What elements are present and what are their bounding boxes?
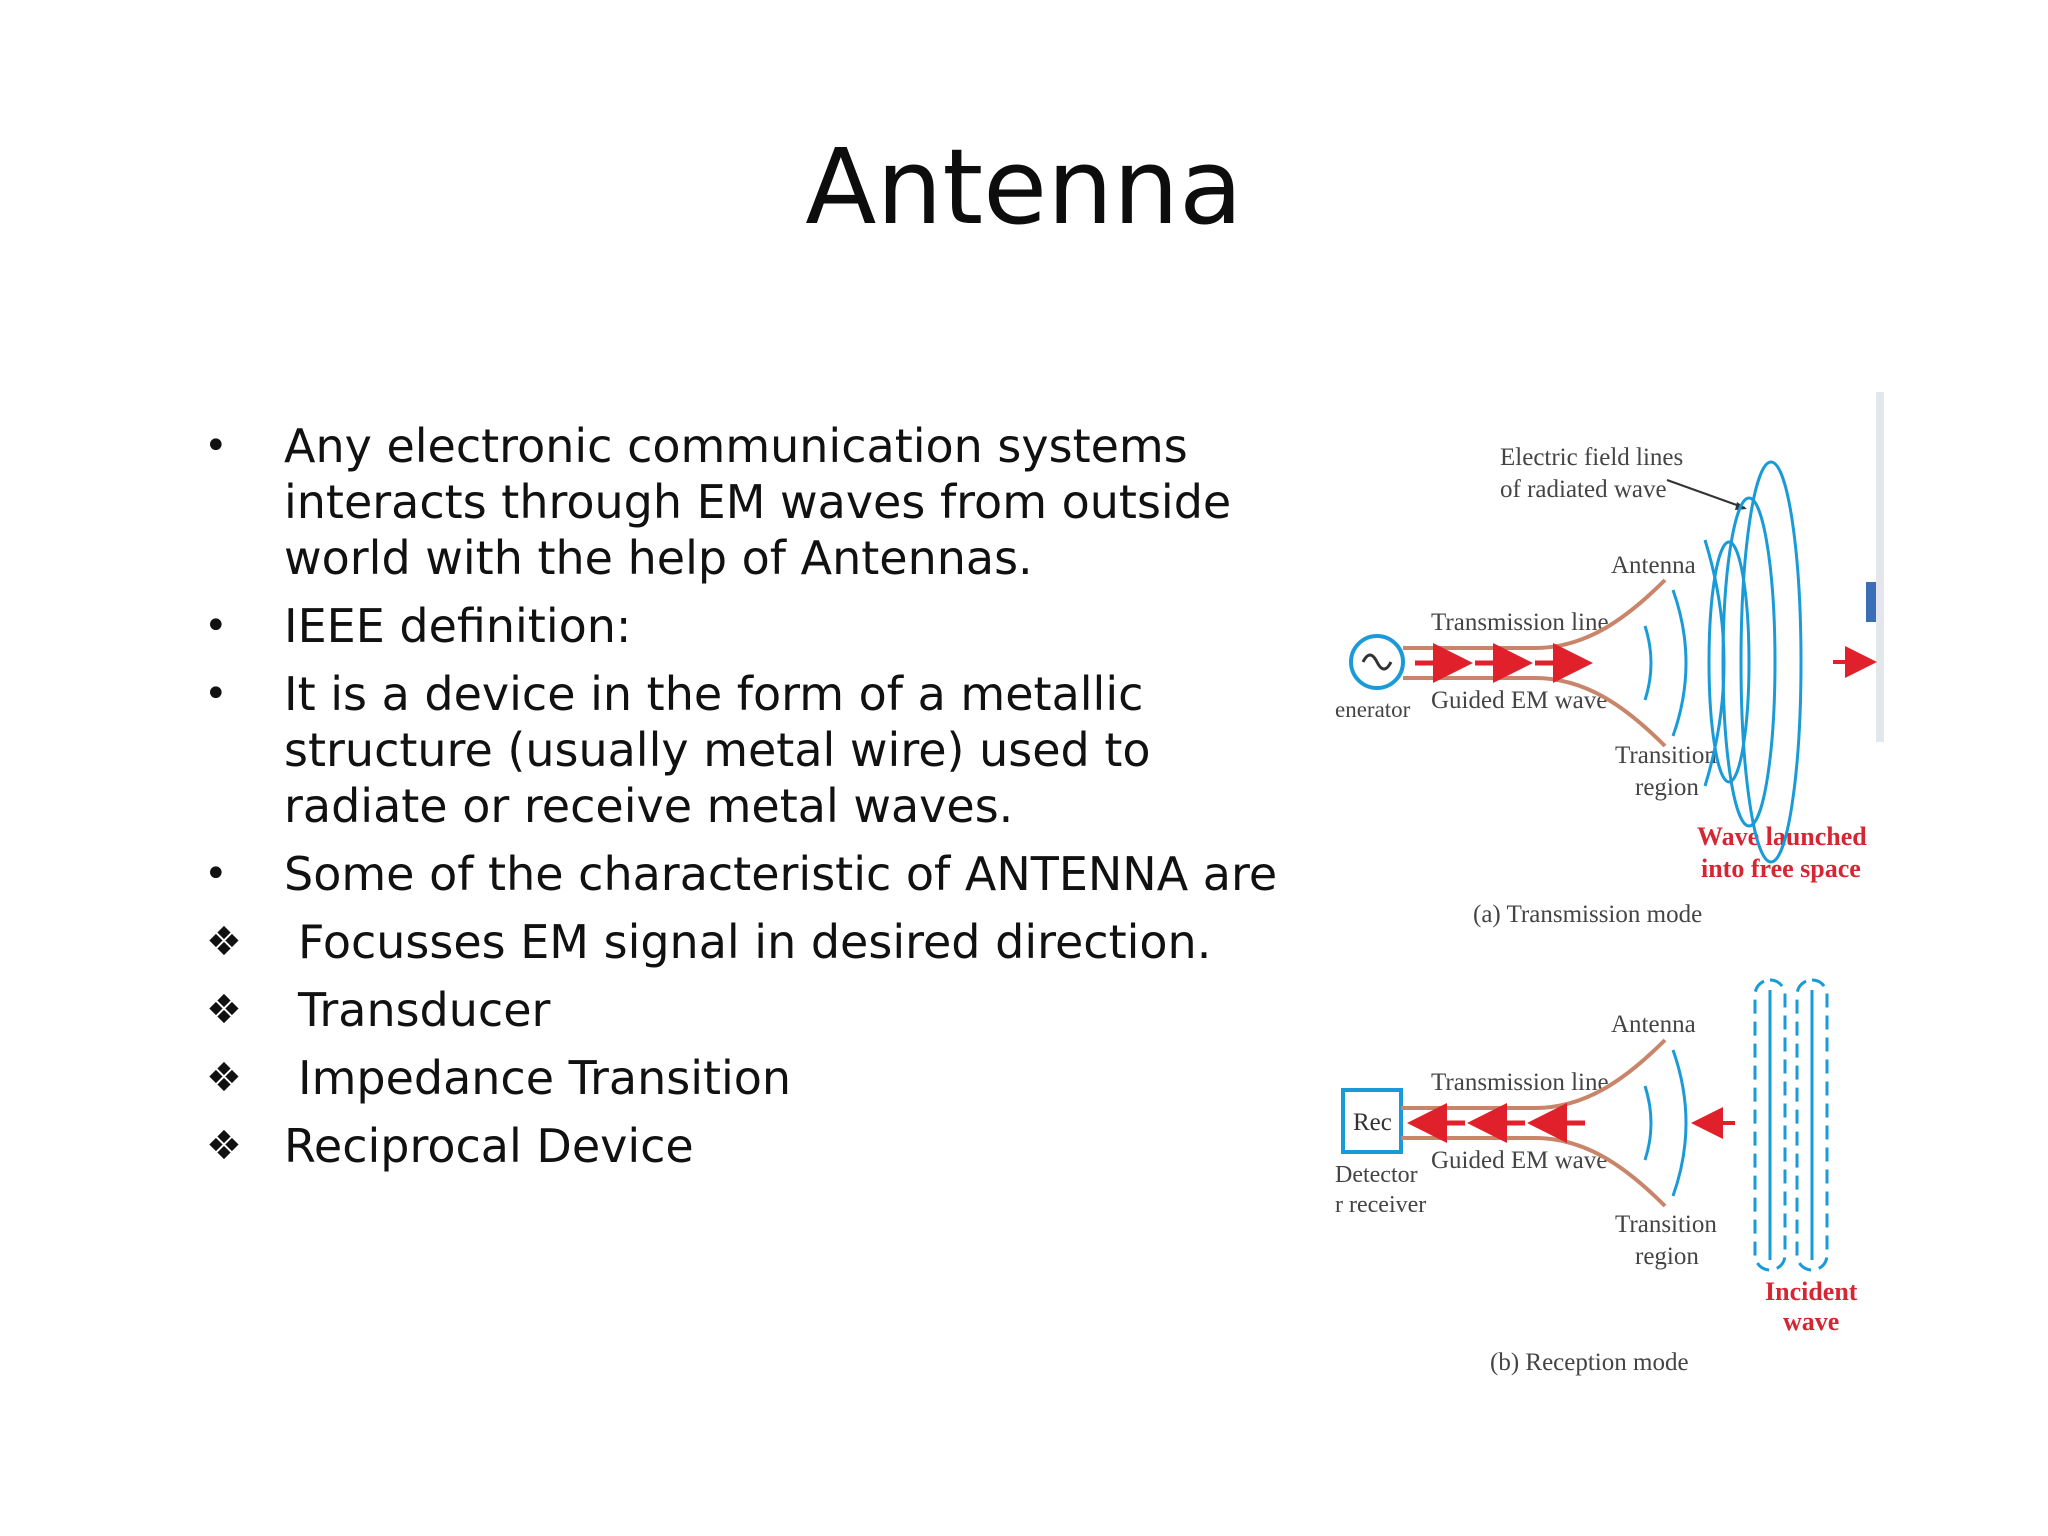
receiver-box: [1341, 1088, 1403, 1154]
bullet-text: Transducer: [298, 983, 551, 1037]
field-line: [1671, 1049, 1688, 1197]
bullet-item: • IEEE definition:: [200, 598, 1320, 654]
guided-wave-label: Guided EM wave: [1431, 1147, 1607, 1174]
radiated-loop: [1739, 460, 1803, 864]
bullet-item: • Any electronic communication systems i…: [200, 418, 1320, 586]
antenna-label: Antenna: [1611, 1011, 1696, 1038]
sine-icon: [1361, 653, 1393, 671]
figure-edge-marker: [1866, 582, 1876, 622]
transmission-line-label: Transmission line: [1431, 609, 1609, 636]
field-line: [1643, 625, 1653, 701]
bullet-text: It is a device in the form of a metallic…: [284, 667, 1151, 833]
field-line: [1643, 1085, 1653, 1161]
bullet-dot-icon: •: [204, 851, 228, 897]
wave-label: wave: [1783, 1307, 1839, 1336]
field-pointer-line: [1666, 479, 1746, 509]
region-label: region: [1635, 1243, 1699, 1270]
radiated-loop: [1721, 496, 1777, 828]
field-lines-label-2: of radiated wave: [1500, 476, 1667, 503]
diamond-bullet-icon: ❖: [206, 919, 242, 965]
figure-edge-strip: [1876, 392, 1884, 742]
lower-conductor: [1403, 676, 1667, 748]
bullet-text: Some of the characteristic of ANTENNA ar…: [284, 847, 1278, 901]
antenna-label: Antenna: [1611, 552, 1696, 579]
bullet-text: Focusses EM signal in desired direction.: [298, 915, 1212, 969]
upper-conductor: [1403, 578, 1667, 650]
antenna-figure: Electric field lines of radiated wave An…: [1335, 390, 1895, 1410]
bullet-text: Reciprocal Device: [284, 1119, 694, 1173]
bullet-item: ❖ Transducer: [200, 982, 1320, 1038]
rec-label: Rec: [1353, 1109, 1392, 1136]
incident-label: Incident: [1765, 1277, 1858, 1306]
diamond-bullet-icon: ❖: [206, 1123, 242, 1169]
bullet-list: • Any electronic communication systems i…: [200, 418, 1320, 1186]
bullet-dot-icon: •: [204, 423, 228, 469]
free-space-label: into free space: [1701, 854, 1861, 883]
bullet-dot-icon: •: [204, 603, 228, 649]
transition-label: Transition: [1615, 1211, 1717, 1238]
diamond-bullet-icon: ❖: [206, 987, 242, 1033]
bullet-item: ❖ Impedance Transition: [200, 1050, 1320, 1106]
detector-label: Detector: [1335, 1162, 1418, 1188]
receiver-label: r receiver: [1335, 1192, 1426, 1218]
field-line: [1671, 589, 1688, 737]
bullet-text: Impedance Transition: [298, 1051, 792, 1105]
region-label: region: [1635, 774, 1699, 801]
transition-label: Transition: [1615, 742, 1717, 769]
field-lines-label: Electric field lines: [1500, 444, 1683, 471]
transmission-line-label: Transmission line: [1431, 1069, 1609, 1096]
radiated-loop: [1707, 540, 1751, 784]
bullet-item: • It is a device in the form of a metall…: [200, 666, 1320, 834]
reception-caption: (b) Reception mode: [1490, 1349, 1689, 1376]
incident-loop: [1795, 978, 1829, 1272]
transmission-diagram: Electric field lines of radiated wave An…: [1335, 444, 1877, 928]
bullet-dot-icon: •: [204, 671, 228, 717]
incident-loop: [1753, 978, 1787, 1272]
bullet-text: IEEE definition:: [284, 599, 632, 653]
reception-diagram: Antenna Transmission line Rec Detector r…: [1335, 978, 1858, 1376]
slide-title: Antenna: [805, 126, 1243, 248]
diamond-bullet-icon: ❖: [206, 1055, 242, 1101]
bullet-item: ❖ Reciprocal Device: [200, 1118, 1320, 1174]
transmission-caption: (a) Transmission mode: [1473, 901, 1702, 928]
generator-label: enerator: [1335, 697, 1411, 722]
bullet-text: Any electronic communication systems int…: [284, 419, 1232, 585]
guided-wave-label: Guided EM wave: [1431, 687, 1607, 714]
bullet-item: ❖ Focusses EM signal in desired directio…: [200, 914, 1320, 970]
bullet-item: • Some of the characteristic of ANTENNA …: [200, 846, 1320, 902]
